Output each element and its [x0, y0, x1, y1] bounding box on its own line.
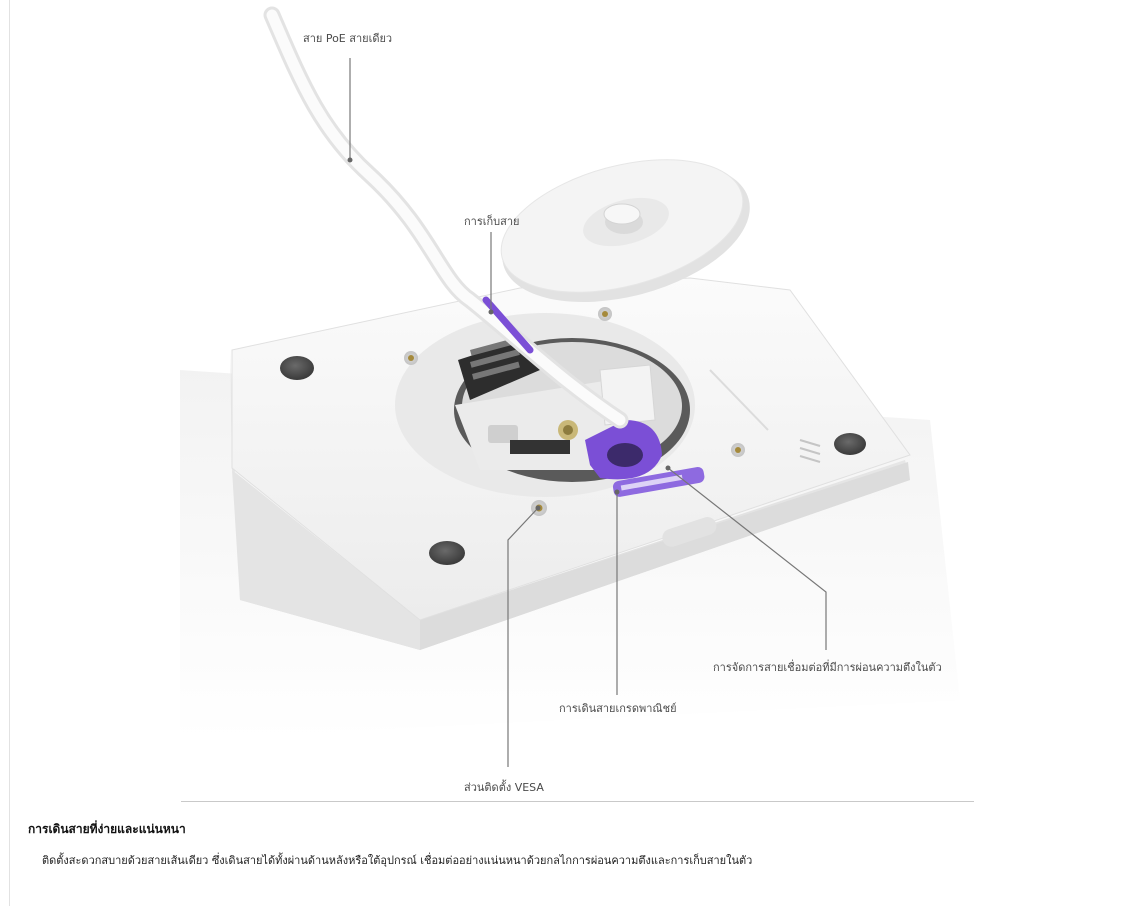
- left-border-line: [9, 0, 10, 906]
- section-divider: [181, 801, 974, 802]
- section-body: ติดตั้งสะดวกสบายด้วยสายเส้นเดียว ซึ่งเดิ…: [42, 854, 753, 867]
- callout-vesa-mount: ส่วนติดตั้ง VESA: [464, 781, 544, 794]
- callout-commercial-routing: การเดินสายเกรดพาณิชย์: [559, 702, 677, 715]
- product-figure: สาย PoE สายเดียว การเก็บสาย การจัดการสาย…: [180, 6, 960, 794]
- rubber-foot: [834, 433, 866, 455]
- rubber-foot: [280, 356, 314, 380]
- device-illustration: [180, 6, 960, 767]
- callout-poe-cable: สาย PoE สายเดียว: [303, 32, 393, 45]
- rubber-foot: [429, 541, 465, 565]
- section-heading: การเดินสายที่ง่ายและแน่นหนา: [28, 822, 186, 836]
- callout-strain-relief: การจัดการสายเชื่อมต่อที่มีการผ่อนความตึง…: [713, 661, 942, 674]
- callout-cable-storage: การเก็บสาย: [464, 215, 520, 228]
- mount-disc-illustration: [500, 159, 750, 303]
